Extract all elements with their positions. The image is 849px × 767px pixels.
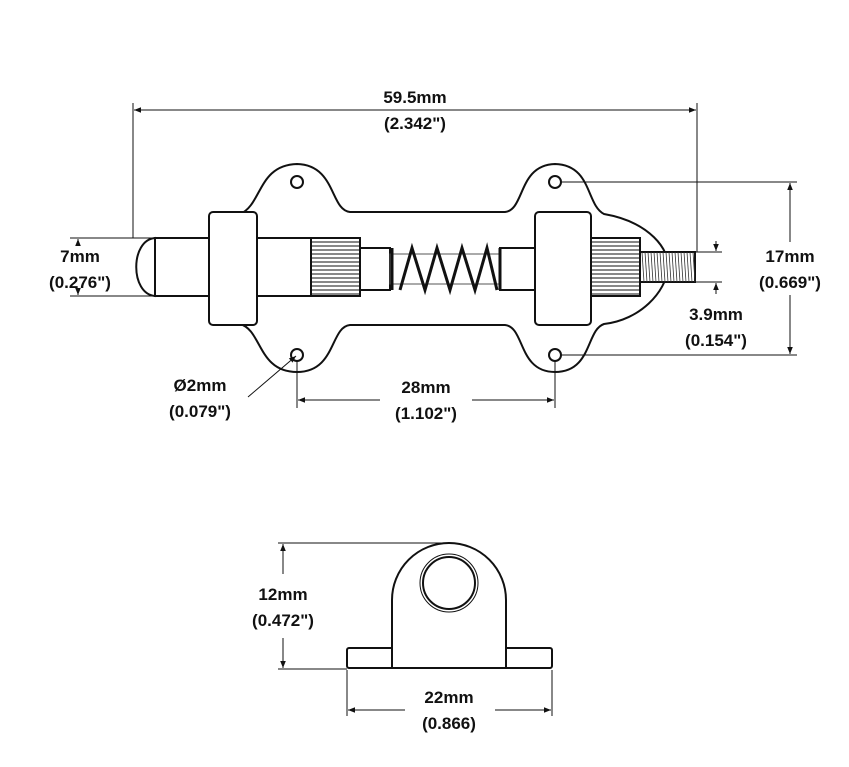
knurl-lines [311,241,360,295]
side-width-mm: 22mm [424,688,473,707]
thread-line [656,251,660,283]
thread-line [644,251,648,283]
thread-line [641,251,645,283]
spring [390,242,502,296]
rod-right [499,247,537,291]
thread-lines [641,251,696,283]
rod-left [359,247,391,291]
hole-spacing-mm: 28mm [401,378,450,397]
block-right [534,211,592,326]
thread-line [671,251,675,283]
pin-shaft [154,237,212,297]
thread-line [653,251,657,283]
thread-diameter-mm: 3.9mm [689,305,743,324]
overall-length-mm: 59.5mm [383,88,446,107]
side-height-mm: 12mm [258,585,307,604]
pin-tip [135,236,156,298]
pin-diameter-mm: 7mm [60,247,100,266]
thread-line [689,251,693,283]
thread-line [647,251,651,283]
mount-height-mm: 17mm [765,247,814,266]
hole-diameter-mm: Ø2mm [174,376,227,395]
block-left [208,211,258,326]
pin-diameter-inch: (0.276") [49,273,111,292]
bore [422,556,476,610]
dimension-lines [70,103,797,408]
bore-outer [419,553,479,613]
thread-line [665,251,669,283]
overall-length-inch: (2.342") [384,114,446,133]
thread-line [674,251,678,283]
hole-diameter-inch: (0.079") [169,402,231,421]
thread-line [650,251,654,283]
thread-diameter-inch: (0.154") [685,331,747,350]
pin-shaft-inner [254,237,312,297]
side-height-inch: (0.472") [252,611,314,630]
thread-line [686,251,690,283]
thread-line [680,251,684,283]
mount-height-inch: (0.669") [759,273,821,292]
hole-spacing-inch: (1.102") [395,404,457,423]
top-view [135,162,696,374]
thread-line [677,251,681,283]
mounting-hole [548,348,562,362]
thread-line [692,251,696,283]
side-view [278,542,553,716]
side-width-inch: (0.866) [422,714,476,733]
thread-line [683,251,687,283]
knurl-left [310,237,361,297]
thread-line [659,251,663,283]
thread-line [668,251,672,283]
knurl-lines [591,241,640,295]
thread-line [662,251,666,283]
mounting-hole [548,175,562,189]
knurl-right [590,237,641,297]
mounting-hole [290,175,304,189]
